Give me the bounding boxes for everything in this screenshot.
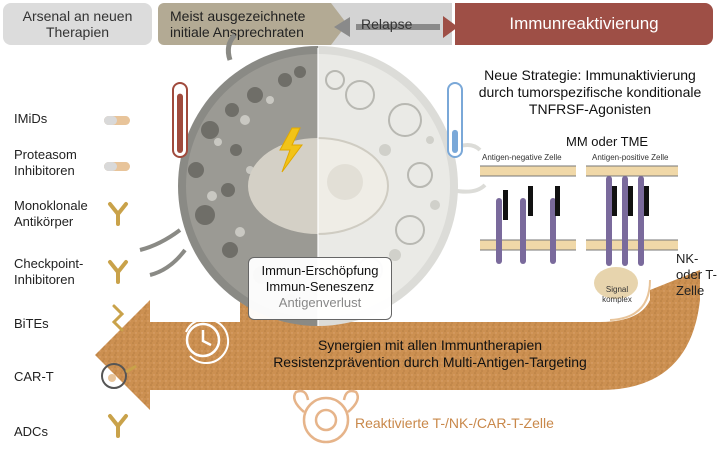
membrane-panel-left	[480, 165, 576, 264]
exhaustion-box: Immun-Erschöpfung Immun-Seneszenz Antige…	[248, 257, 392, 320]
target-label: MM oder TME	[566, 134, 649, 149]
stage-reactivation: Immunreaktivierung	[455, 3, 713, 45]
stage-relapse-label: Relapse	[361, 16, 413, 32]
pill-icon	[104, 116, 130, 125]
therapy-imids: IMiDs	[14, 111, 48, 126]
synergy-text: Synergien mit allen Immuntherapien Resis…	[240, 337, 620, 371]
pill-icon-2	[104, 162, 130, 171]
membrane-panel-right	[586, 165, 678, 299]
therapy-proteasome: Proteasom Inhibitoren	[14, 147, 77, 178]
effector-label: NK-oder T-Zelle	[676, 251, 717, 298]
antibody-icon	[108, 202, 128, 226]
reactivated-label: Reaktivierte T-/NK-/CAR-T-Zelle	[355, 415, 554, 431]
signal-label: Signal komplex	[602, 285, 632, 304]
car-t-icon	[101, 363, 137, 389]
panel-left-label: Antigen-negative Zelle	[482, 153, 562, 162]
thermometer-hot	[172, 82, 188, 158]
adc-icon	[108, 414, 128, 438]
reactivated-cell-icon	[293, 389, 359, 444]
strategy-text: Neue Strategie: Immunaktivierung durch t…	[478, 67, 702, 117]
therapy-cart: CAR-T	[14, 369, 54, 384]
exhaustion-line1: Immun-Erschöpfung	[261, 263, 379, 278]
exhaustion-line3: Antigenverlust	[278, 295, 362, 310]
therapy-mab: Monoklonale Antikörper	[14, 198, 88, 229]
stage-relapse: Relapse	[331, 3, 459, 45]
stage-reactivation-label: Immunreaktivierung	[509, 14, 659, 33]
synergy-line1: Synergien mit allen Immuntherapien	[317, 337, 543, 353]
exhaustion-line2: Immun-Seneszenz	[265, 279, 375, 294]
stage-response-label: Meist ausgezeichnete initiale Ansprechra…	[170, 8, 306, 40]
therapy-checkpoint: Checkpoint-Inhibitoren	[14, 256, 84, 287]
cell-right-half	[318, 46, 487, 326]
stage-response: Meist ausgezeichnete initiale Ansprechra…	[158, 3, 330, 45]
panel-right-label: Antigen-positive Zelle	[592, 153, 669, 162]
thermometer-cold	[447, 82, 463, 158]
clock-icon	[185, 318, 230, 364]
antibody-icon-2	[108, 260, 128, 284]
lightning-icon	[279, 127, 303, 173]
therapy-bites: BiTEs	[14, 316, 49, 331]
stage-therapies-label: Arsenal an neuen Therapien	[22, 8, 133, 40]
therapy-icons	[101, 116, 137, 438]
therapy-adcs: ADCs	[14, 424, 48, 439]
cell-left-half	[139, 33, 318, 326]
synergy-line2: Resistenzprävention durch Multi-Antigen-…	[273, 354, 587, 370]
stage-therapies: Arsenal an neuen Therapien	[3, 3, 152, 45]
bite-icon	[111, 304, 125, 332]
